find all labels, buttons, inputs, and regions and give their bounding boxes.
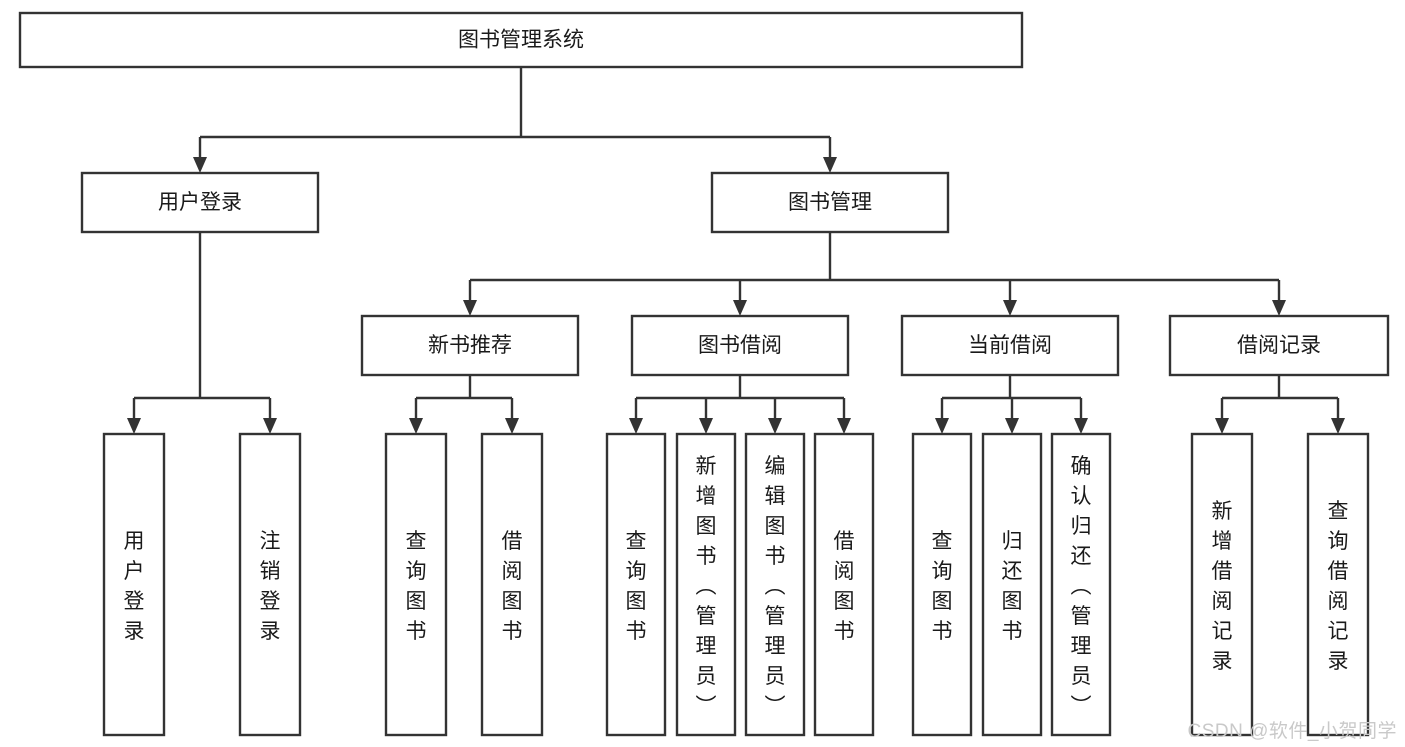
- node-label: 查询图书: [626, 530, 647, 643]
- arrow-head-icon: [629, 418, 643, 434]
- node-root[interactable]: 图书管理系统: [18, 11, 1024, 69]
- arrow-head-icon: [409, 418, 423, 434]
- node-book-borrow[interactable]: 图书借阅: [630, 314, 850, 377]
- arrow-head-icon: [127, 418, 141, 434]
- node-query-borrow-record[interactable]: 查询借阅记录: [1306, 432, 1370, 737]
- node-box: [1190, 432, 1254, 737]
- arrow-head-icon: [1003, 300, 1017, 316]
- node-borrow-record[interactable]: 借阅记录: [1168, 314, 1390, 377]
- node-user-login-do[interactable]: 用户登录: [102, 432, 166, 737]
- node-box: [1306, 432, 1370, 737]
- node-label: 新增图书︵管理员︶: [696, 455, 717, 718]
- node-add-book-admin[interactable]: 新增图书︵管理员︶: [675, 432, 737, 737]
- arrow-head-icon: [1005, 418, 1019, 434]
- node-box: [1168, 314, 1390, 377]
- arrow-head-icon: [1074, 418, 1088, 434]
- node-label: 借阅图书: [502, 530, 523, 643]
- node-label: 新增借阅记录: [1212, 500, 1233, 673]
- node-label: 用户登录: [158, 191, 242, 214]
- arrow-head-icon: [463, 300, 477, 316]
- node-box: [384, 432, 448, 737]
- arrow-head-icon: [837, 418, 851, 434]
- node-label: 查询图书: [932, 530, 953, 643]
- node-label: 当前借阅: [968, 334, 1052, 357]
- arrow-head-icon: [935, 418, 949, 434]
- node-label: 用户登录: [124, 530, 145, 643]
- node-label: 归还图书: [1002, 530, 1023, 643]
- node-label: 查询图书: [406, 530, 427, 643]
- node-label: 编辑图书︵管理员︶: [765, 455, 786, 718]
- watermark-label: CSDN @软件_小贺同学: [1187, 721, 1397, 742]
- node-return-book[interactable]: 归还图书: [981, 432, 1043, 737]
- node-box: [102, 432, 166, 737]
- node-current-borrow[interactable]: 当前借阅: [900, 314, 1120, 377]
- node-label: 确认归还︵管理员︶: [1071, 455, 1092, 718]
- arrow-head-icon: [699, 418, 713, 434]
- arrow-head-icon: [263, 418, 277, 434]
- node-box: [675, 432, 737, 737]
- arrow-head-icon: [1331, 418, 1345, 434]
- node-box: [605, 432, 667, 737]
- node-label: 借阅图书: [834, 530, 855, 643]
- node-borrow-book-1[interactable]: 借阅图书: [480, 432, 544, 737]
- node-box: [981, 432, 1043, 737]
- node-user-login[interactable]: 用户登录: [80, 171, 320, 234]
- arrow-head-icon: [823, 157, 837, 173]
- arrow-head-icon: [733, 300, 747, 316]
- node-new-book-recommend[interactable]: 新书推荐: [360, 314, 580, 377]
- node-box: [744, 432, 806, 737]
- node-box: [900, 314, 1120, 377]
- node-box: [710, 171, 950, 234]
- node-box: [813, 432, 875, 737]
- arrow-head-icon: [505, 418, 519, 434]
- node-confirm-return-admin[interactable]: 确认归还︵管理员︶: [1050, 432, 1112, 737]
- arrow-head-icon: [1215, 418, 1229, 434]
- arrow-head-icon: [1272, 300, 1286, 316]
- node-box: [630, 314, 850, 377]
- node-box: [1050, 432, 1112, 737]
- node-box: [18, 11, 1024, 69]
- node-label: 注销登录: [260, 530, 281, 643]
- node-label: 查询借阅记录: [1328, 500, 1349, 673]
- node-label: 借阅记录: [1237, 334, 1321, 357]
- node-query-book-3[interactable]: 查询图书: [911, 432, 973, 737]
- node-query-book-2[interactable]: 查询图书: [605, 432, 667, 737]
- node-book-manage[interactable]: 图书管理: [710, 171, 950, 234]
- node-edit-book-admin[interactable]: 编辑图书︵管理员︶: [744, 432, 806, 737]
- node-box: [80, 171, 320, 234]
- arrow-head-icon: [193, 157, 207, 173]
- node-add-borrow-record[interactable]: 新增借阅记录: [1190, 432, 1254, 737]
- node-label: 新书推荐: [428, 334, 512, 357]
- node-user-logout[interactable]: 注销登录: [238, 432, 302, 737]
- node-box: [360, 314, 580, 377]
- node-query-book-1[interactable]: 查询图书: [384, 432, 448, 737]
- node-label: 图书管理: [788, 191, 872, 214]
- arrow-head-icon: [768, 418, 782, 434]
- node-box: [480, 432, 544, 737]
- node-box: [911, 432, 973, 737]
- node-label: 图书管理系统: [458, 29, 584, 52]
- node-label: 图书借阅: [698, 334, 782, 357]
- node-borrow-book-2[interactable]: 借阅图书: [813, 432, 875, 737]
- node-box: [238, 432, 302, 737]
